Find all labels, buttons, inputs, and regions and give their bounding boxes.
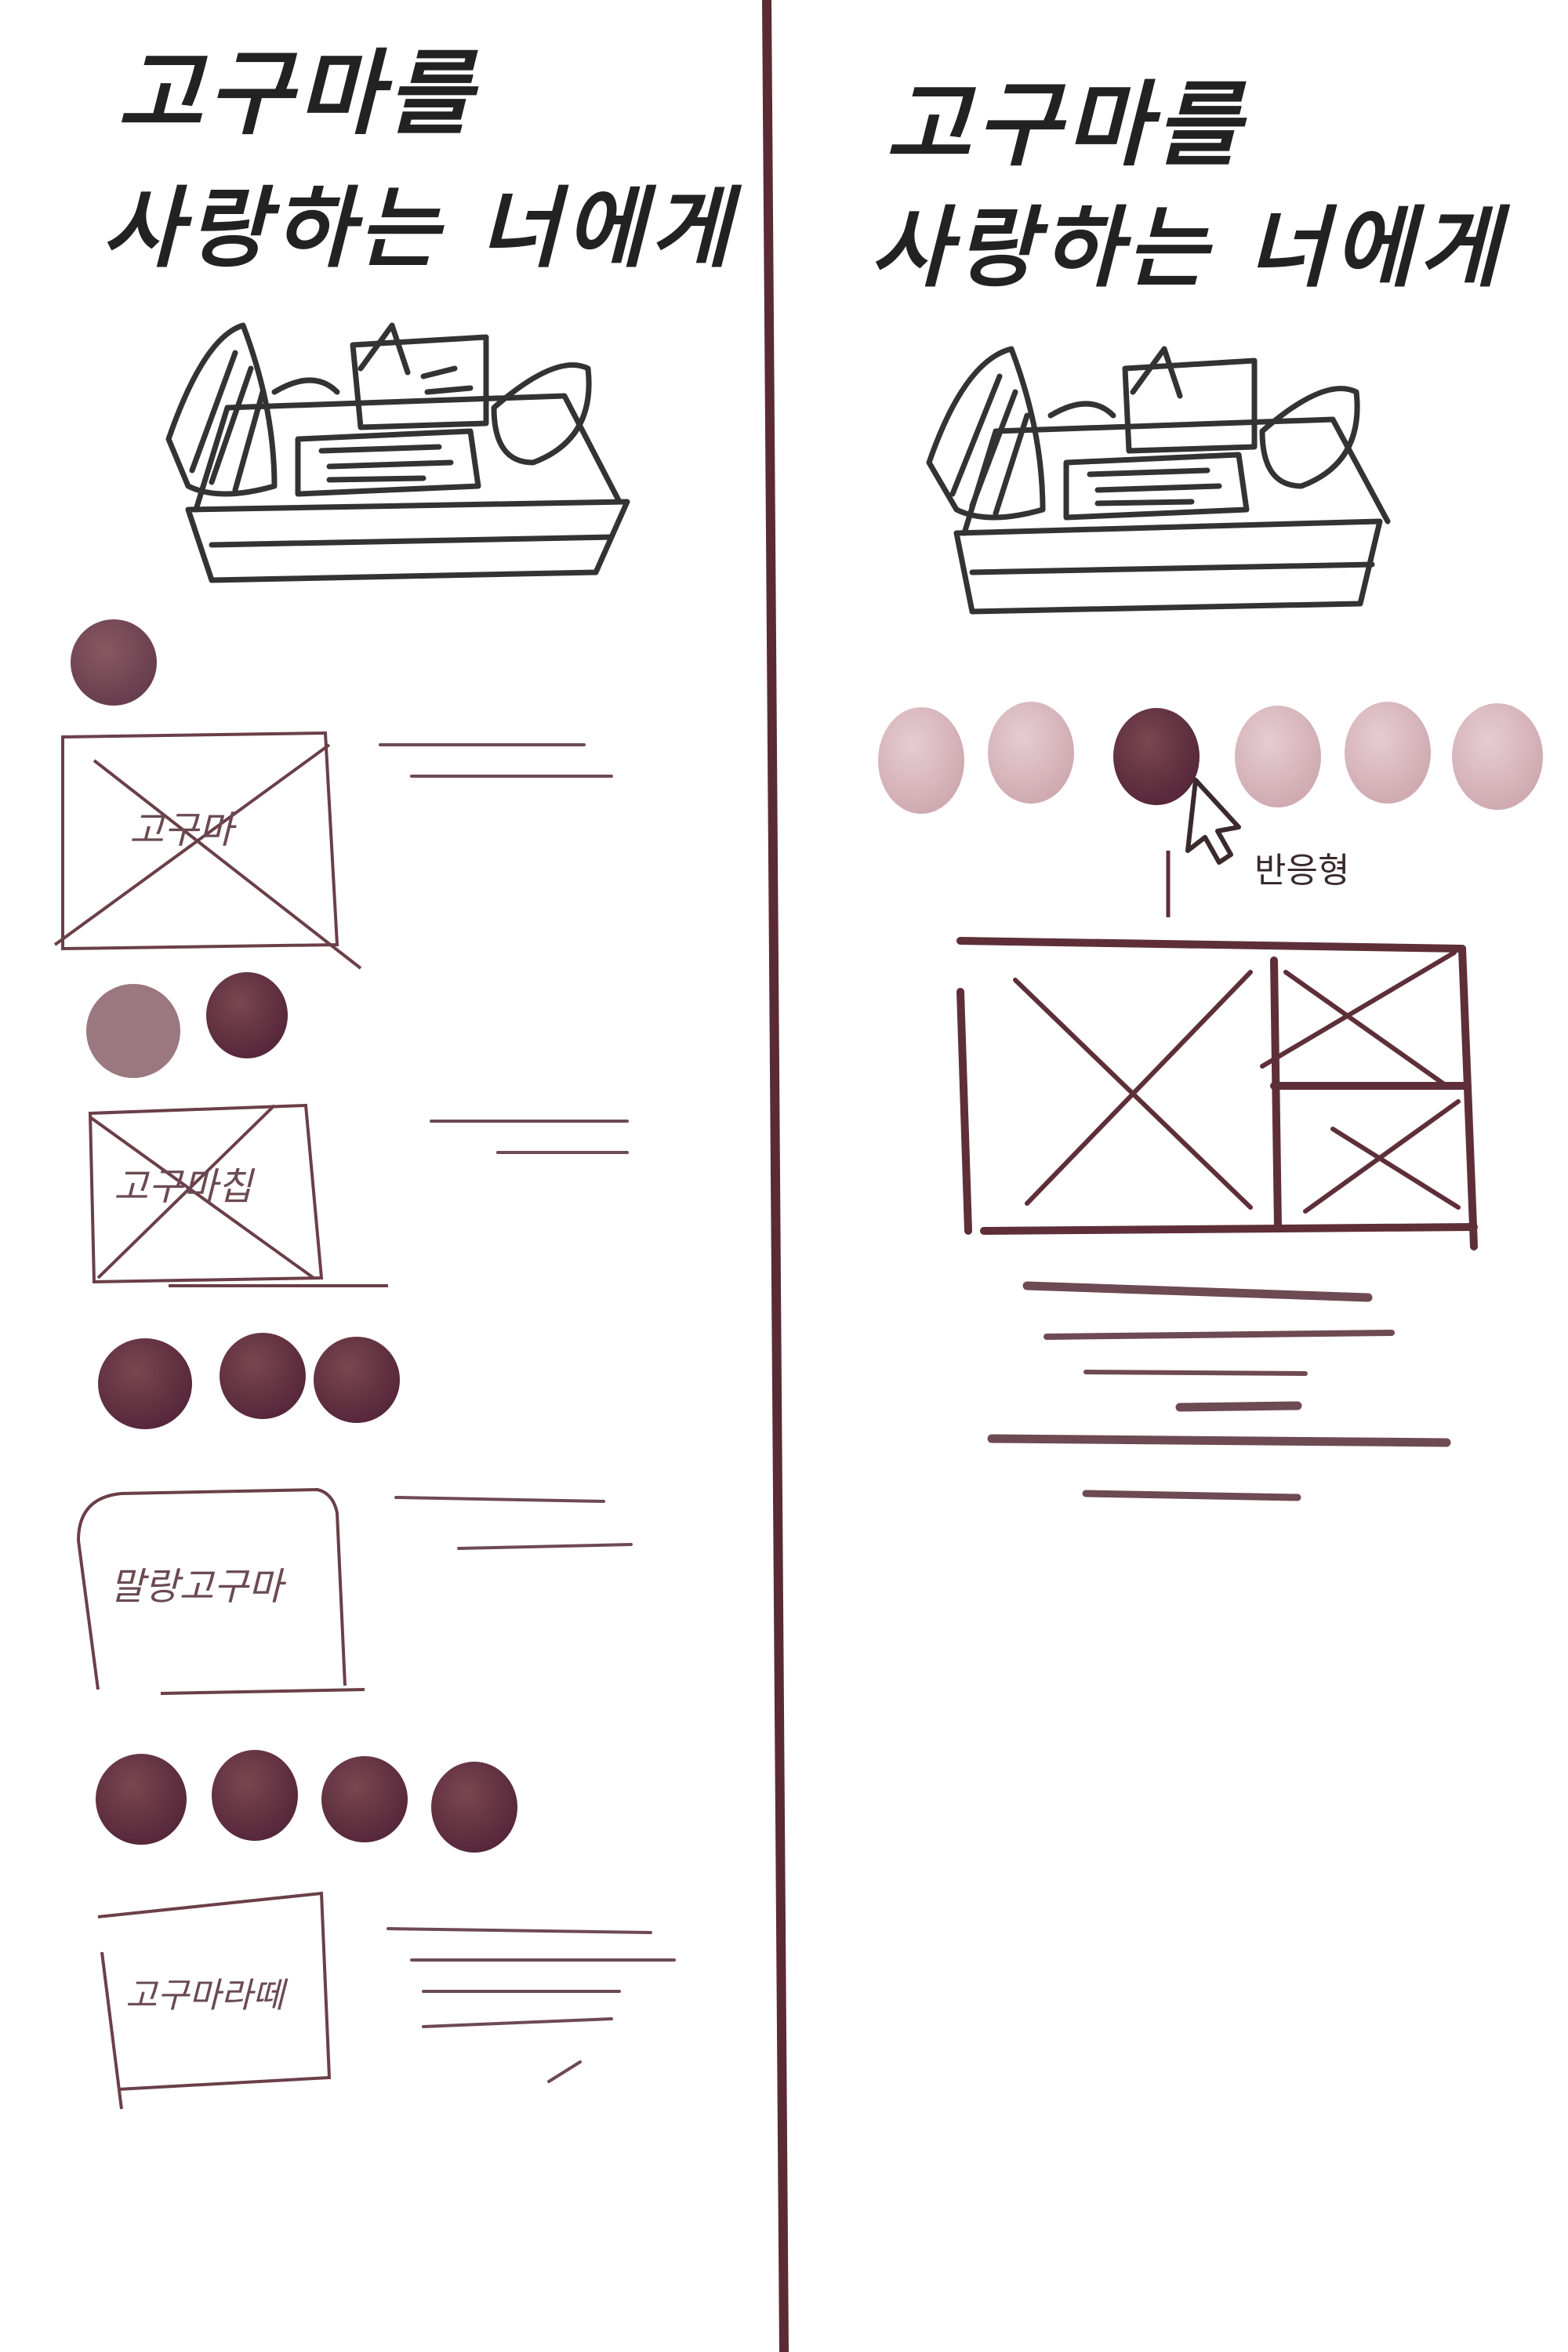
selector-dot[interactable]	[1235, 706, 1321, 808]
rating-dots	[98, 1333, 400, 1429]
rating-dot	[314, 1337, 400, 1423]
product-row-1[interactable]: 고구마	[53, 619, 613, 970]
selector-dot[interactable]	[878, 707, 964, 814]
product-row-3[interactable]: 말랑고구마	[77, 1333, 633, 1695]
responsive-image-grid[interactable]	[956, 937, 1478, 1250]
rating-dot	[212, 1750, 298, 1841]
center-divider	[762, 0, 789, 2352]
right-title-line2: 사랑하는 너에게	[870, 198, 1511, 299]
description-lines	[394, 1496, 633, 1550]
product-label: 말랑고구마	[110, 1565, 287, 1609]
annotation-label: 반응형	[1254, 851, 1349, 891]
rating-dot	[86, 984, 180, 1078]
product-image-placeholder[interactable]	[97, 1891, 332, 2110]
rating-dot	[321, 1756, 408, 1842]
rating-dots	[96, 1750, 517, 1853]
left-title-line1: 고구마를	[118, 39, 479, 147]
description-lines	[387, 1927, 676, 2083]
left-title-line2: 사랑하는 너에게	[102, 178, 742, 280]
rating-dot	[206, 972, 288, 1058]
left-panel: 고구마를 사랑하는 너에게 고	[53, 39, 742, 2110]
product-label: 고구마	[129, 808, 237, 852]
right-title-line1: 고구마를	[886, 71, 1247, 179]
basket-illustration	[165, 322, 630, 583]
rating-dot	[431, 1762, 517, 1853]
selector-dot-selected[interactable]	[1113, 708, 1200, 805]
product-row-4[interactable]: 고구마라떼	[96, 1750, 676, 2110]
dot-selector[interactable]	[878, 702, 1543, 814]
product-image-placeholder[interactable]	[88, 1103, 388, 1287]
product-row-2[interactable]: 고구마칩	[86, 972, 629, 1287]
selector-dot[interactable]	[1452, 703, 1543, 810]
rating-dot	[220, 1333, 306, 1419]
product-label: 고구마칩	[114, 1165, 255, 1209]
rating-dots	[71, 619, 157, 706]
description-lines	[379, 743, 613, 778]
selector-dot[interactable]	[1345, 702, 1431, 804]
product-label: 고구마라떼	[125, 1976, 289, 2016]
basket-illustration	[926, 346, 1391, 615]
right-panel: 고구마를 사랑하는 너에게	[870, 71, 1543, 1501]
rating-dot	[71, 619, 157, 706]
description-lines	[987, 1281, 1451, 1501]
product-image-placeholder[interactable]	[53, 731, 362, 970]
product-image-placeholder[interactable]	[77, 1487, 365, 1695]
rating-dots	[86, 972, 288, 1078]
cursor-icon	[1185, 778, 1241, 865]
selector-dot[interactable]	[988, 702, 1074, 804]
description-lines	[430, 1120, 629, 1154]
rating-dot	[98, 1338, 192, 1429]
rating-dot	[96, 1754, 187, 1845]
